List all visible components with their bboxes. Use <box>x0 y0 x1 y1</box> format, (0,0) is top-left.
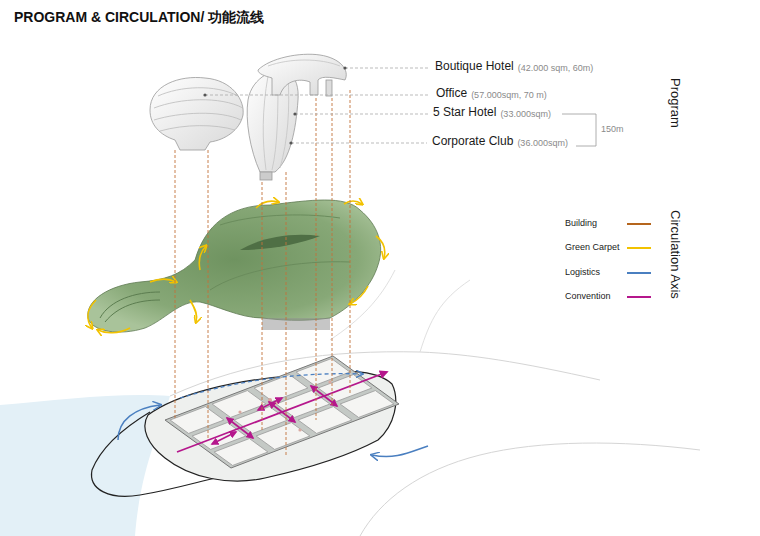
area-note: (36.000sqm) <box>517 138 568 148</box>
page-title: PROGRAM & CIRCULATION/ 功能流线 <box>14 9 264 25</box>
area-note: (57.000sqm, 70 m) <box>471 90 547 100</box>
side-heading: Program <box>667 78 682 128</box>
dimension: 150m <box>601 124 624 134</box>
legend-swatch <box>627 296 651 298</box>
legend-swatch <box>627 247 651 249</box>
side-heading: Circulation Axis <box>667 210 682 299</box>
legend-text: Logistics <box>565 267 600 277</box>
program-label: 5 Star Hotel <box>433 106 496 120</box>
legend-swatch <box>627 272 651 274</box>
program-label: Corporate Club <box>432 135 513 149</box>
green-carpet <box>88 200 381 332</box>
legend-text: Building <box>565 218 597 228</box>
site-outline <box>145 371 396 481</box>
area-note: (42.000 sqm, 60m) <box>518 63 594 73</box>
area-note: (33.000sqm) <box>500 109 551 119</box>
program-label: Boutique Hotel <box>435 60 514 74</box>
legend-text: Convention <box>565 291 611 301</box>
legend-swatch <box>627 223 651 225</box>
program-label: Office <box>436 87 467 101</box>
legend-text: Green Carpet <box>565 242 620 252</box>
